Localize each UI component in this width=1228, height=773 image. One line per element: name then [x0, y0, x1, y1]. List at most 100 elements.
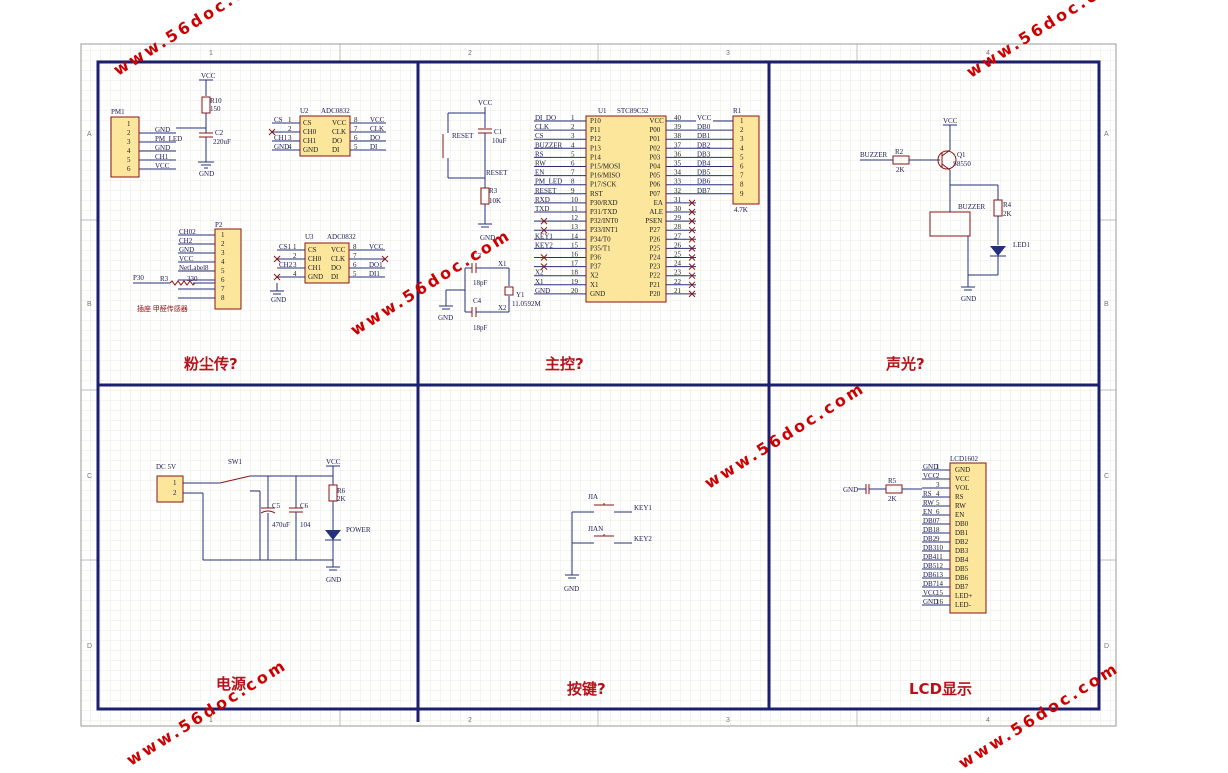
- net-label: DB0: [697, 123, 711, 131]
- section-title-dust: 粉尘传?: [184, 355, 238, 373]
- frame-col-label: 4: [986, 50, 990, 57]
- svg-text:GND: GND: [564, 585, 579, 593]
- pin-name: P13: [590, 144, 601, 152]
- net-label: GND: [923, 463, 938, 471]
- pin-name: P02: [649, 144, 660, 152]
- pin-number: 15: [571, 241, 579, 249]
- pin-number: 17: [571, 260, 579, 268]
- pin-number: 31: [674, 196, 682, 204]
- pin-number: 15: [936, 589, 944, 597]
- svg-text:Q1: Q1: [957, 151, 966, 159]
- pin-name: P22: [649, 272, 660, 280]
- pin-name: CLK: [332, 128, 346, 136]
- pin-name: P16/MISO: [590, 172, 620, 180]
- svg-text:GND: GND: [326, 576, 341, 584]
- svg-text:R3: R3: [160, 275, 169, 283]
- pin-number: 6: [571, 160, 575, 168]
- pin-number: 6: [127, 165, 131, 173]
- net-label: VCC: [697, 114, 712, 122]
- section-title-lcd: LCD显示: [909, 680, 973, 698]
- net-label: RW: [535, 160, 546, 168]
- pin-number: 3: [288, 134, 292, 142]
- frame-col-label: 1: [209, 717, 213, 724]
- svg-text:10K: 10K: [489, 197, 501, 205]
- pin-number: 34: [674, 169, 682, 177]
- net-label: DI_DO: [535, 114, 556, 122]
- pin-number: 10: [936, 544, 944, 552]
- pin-number: 4: [127, 147, 131, 155]
- svg-text:R2: R2: [895, 148, 904, 156]
- pin-name: X2: [590, 272, 599, 280]
- svg-text:X2: X2: [498, 304, 507, 312]
- svg-text:STC89C52: STC89C52: [617, 107, 649, 115]
- svg-text:150: 150: [210, 105, 221, 113]
- net-label: VCC: [923, 472, 938, 480]
- pin-number: 13: [571, 223, 579, 231]
- pin-number: 8: [354, 116, 358, 124]
- net-label: CH02: [179, 228, 196, 236]
- pin-name: P36: [590, 254, 601, 262]
- pin-number: 4: [571, 141, 575, 149]
- net-label: CH2: [279, 261, 293, 269]
- net-label: VCC: [923, 589, 938, 597]
- pin-number: 30: [674, 205, 682, 213]
- net-label: VCC: [369, 243, 384, 251]
- pin-number: 9: [740, 190, 744, 198]
- pin-name: DI: [331, 273, 339, 281]
- pin-number: 14: [936, 580, 944, 588]
- pin-number: 37: [674, 141, 682, 149]
- buzzer-circuit: BUZZER R2 2K Q1 S8550 VCC R4 2K LED1 BUZ…: [860, 117, 1031, 303]
- svg-text:LCD1602: LCD1602: [950, 455, 979, 463]
- net-label: DB4: [697, 160, 711, 168]
- svg-text:Y1: Y1: [516, 291, 525, 299]
- pin-number: 10: [571, 196, 579, 204]
- pin-number: 2: [293, 252, 297, 260]
- svg-text:18pF: 18pF: [473, 324, 488, 332]
- pin-number: 33: [674, 178, 682, 186]
- section-frames: [96, 60, 1101, 722]
- pin-number: 1: [936, 463, 940, 471]
- frame-col-label: 2: [468, 717, 472, 724]
- pin-name: CS: [303, 119, 312, 127]
- pin-number: 8: [221, 294, 225, 302]
- svg-text:BUZZER: BUZZER: [860, 151, 888, 159]
- net-label: CLK: [370, 125, 384, 133]
- svg-text:ADC0832: ADC0832: [327, 233, 356, 241]
- pin-number: 2: [288, 125, 292, 133]
- pin-name: LED-: [955, 601, 972, 609]
- section-title-power: 电源: [216, 675, 247, 693]
- net-label: DB7: [697, 187, 711, 195]
- pin-number: 2: [936, 472, 940, 480]
- frame-row-label: C: [87, 473, 92, 480]
- pin-name: P20: [649, 290, 660, 298]
- pin-number: 22: [674, 278, 682, 286]
- section-title-sound-light: 声光?: [886, 355, 925, 373]
- pin-number: 6: [936, 508, 940, 516]
- svg-text:S8550: S8550: [953, 160, 971, 168]
- net-label: RS: [535, 150, 544, 158]
- net-label: CLK: [535, 123, 549, 131]
- pin-name: P27: [649, 226, 660, 234]
- pin-number: 4: [740, 144, 744, 152]
- pin-name: DB5: [955, 565, 969, 573]
- net-label: DB2: [923, 535, 937, 543]
- svg-text:C1: C1: [494, 128, 503, 136]
- pin-name: GND: [303, 146, 318, 154]
- svg-text:C6: C6: [300, 502, 309, 510]
- net-label: RESET: [535, 187, 557, 195]
- svg-text:LED1: LED1: [1013, 241, 1031, 249]
- pin-number: 4: [936, 490, 940, 498]
- pin-name: CS: [308, 246, 317, 254]
- pin-number: 40: [674, 114, 682, 122]
- pin-number: 1: [288, 116, 292, 124]
- net-label: NetLabel8: [179, 264, 209, 272]
- net-label: CH1: [274, 134, 288, 142]
- net-label: DB5: [697, 169, 711, 177]
- pin-number: 5: [353, 270, 357, 278]
- pin-number: 1: [127, 120, 131, 128]
- pin-name: VCC: [331, 246, 346, 254]
- svg-text:X1: X1: [498, 260, 507, 268]
- pin-number: 21: [674, 287, 682, 295]
- frame-col-label: 3: [726, 50, 730, 57]
